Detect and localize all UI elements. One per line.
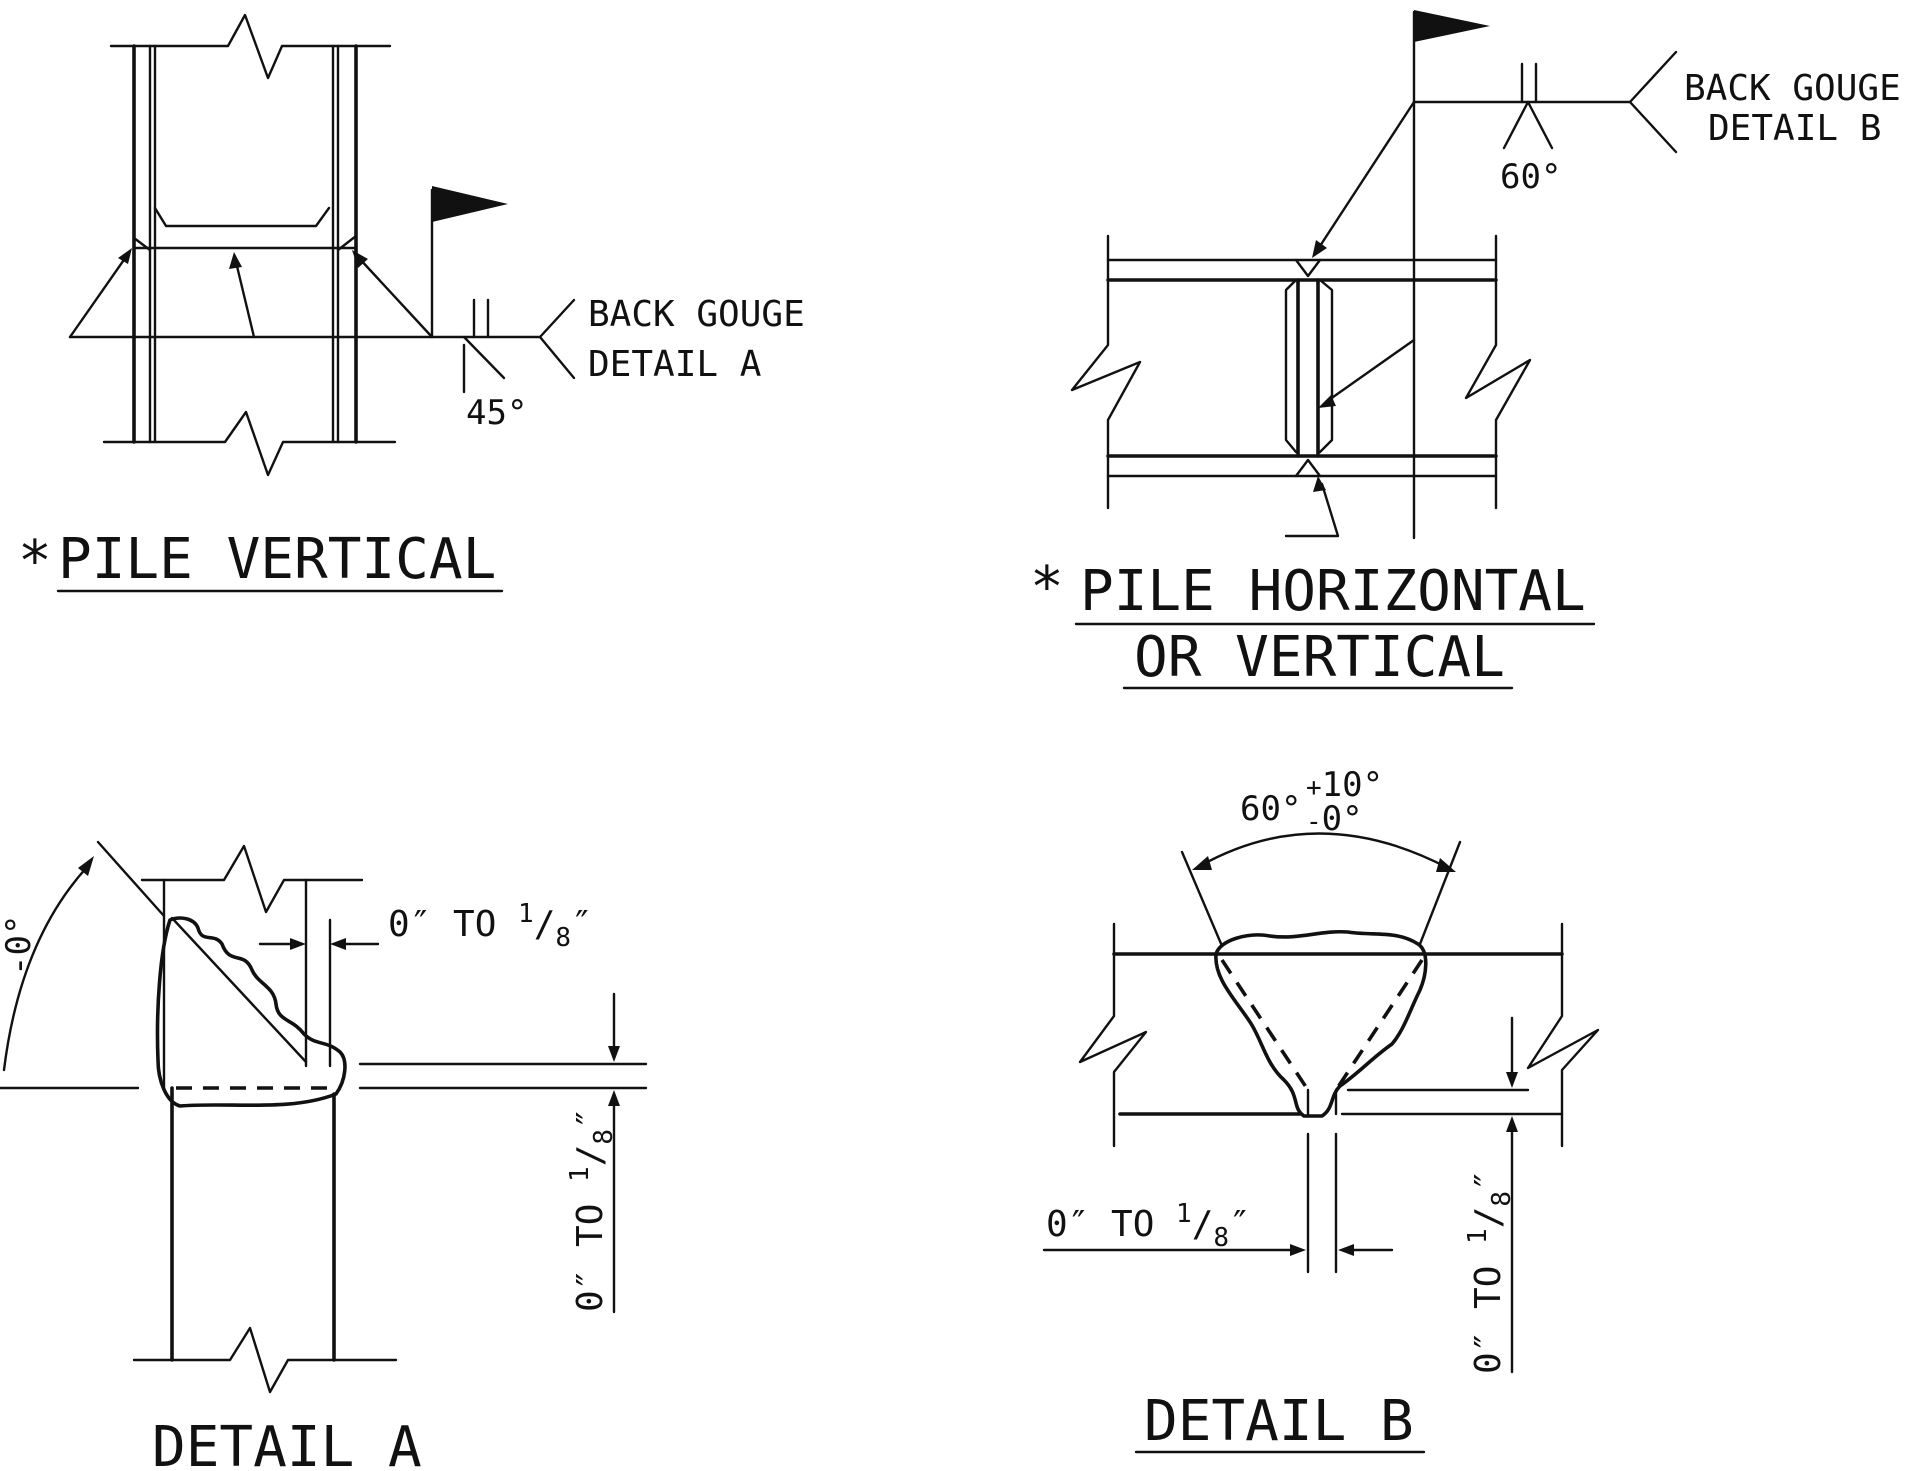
bevel-angle-label: 45° [466,393,527,433]
dimension-arrow [1506,1116,1518,1132]
dimension-arrow [608,1046,620,1062]
bevel-angle-fragment: -0° [0,915,39,976]
detail-a-title: DETAIL A [152,1415,422,1471]
left-break-line [1078,922,1148,1148]
arrow-head [1313,476,1326,492]
dimension-arrow [78,856,94,876]
weld-profile [1214,929,1428,1118]
weld-tail-symbol [538,298,576,380]
joint-bevel [153,206,331,228]
detail-b-view: 60° +10° -0° 0″ TO 1/8″ 0″ TO 1/8″ DETAI… [1042,765,1600,1454]
arrow-head [352,250,368,268]
back-gouge-note-line2: DETAIL A [588,344,762,385]
groove-angle-tolerance-minus: -0° [1306,799,1363,839]
dimension-arrow [330,938,346,950]
groove-angle-label: 60° [1240,789,1301,829]
back-gouge-note-line1: BACK GOUGE [588,294,805,335]
asterisk-marker: * [1030,555,1064,620]
bottom-break-line [102,410,397,477]
dimension-arrow [1506,1072,1518,1088]
root-gap-label: 0″ TO 1/8″ [388,899,593,953]
right-break-line [1464,234,1532,510]
top-break-line [109,13,392,80]
dimension-arrow [1192,856,1212,870]
arrow-head [118,248,132,264]
dimension-arrow [290,938,306,950]
groove-angle-tolerance-plus: +10° [1306,765,1383,805]
dimension-arrow [1290,1244,1306,1256]
back-gouge-note-line2: DETAIL B [1708,108,1881,149]
arrow-head [1312,240,1327,258]
arrow-head [229,252,242,269]
arrow-head [1318,395,1336,408]
back-gouge-note-line1: BACK GOUGE [1684,68,1901,109]
weld-tail-symbol [1628,50,1678,154]
pile-vertical-view: 45° BACK GOUGE DETAIL A * PILE VERTICAL [18,13,805,594]
dimension-arrow [608,1090,620,1106]
root-gap-label: 0″ TO 1/8″ [1046,1199,1251,1253]
bottom-break-line [132,1326,398,1394]
root-face-label: 0″ TO 1/8″ [1463,1169,1517,1374]
dimension-arrow [1338,1244,1354,1256]
left-break-line [1070,234,1142,510]
pile-vertical-title: PILE VERTICAL [58,527,496,592]
field-weld-flag-icon [432,186,508,222]
pile-horizontal-title-line2: OR VERTICAL [1134,625,1505,690]
root-face-label: 0″ TO 1/8″ [565,1107,619,1312]
web-joint [1284,278,1298,454]
detail-b-title: DETAIL B [1144,1389,1414,1454]
groove-angle-label: 60° [1500,157,1561,197]
field-weld-flag-icon [1414,10,1490,42]
pile-horizontal-view: 60° BACK GOUGE DETAIL B * PILE HORIZONTA… [1030,10,1901,690]
bevel-angle-arc [2,864,90,1072]
detail-a-view: 0″ TO 1/8″ 0″ TO 1/8″ -0° DETAIL A [0,840,648,1471]
right-break-line [1526,922,1600,1148]
groove-angle-arc [1198,832,1450,870]
dimension-arrow [1436,858,1456,872]
pile-horizontal-title-line1: PILE HORIZONTAL [1080,559,1586,624]
top-break-line [140,844,364,914]
asterisk-marker: * [18,529,52,594]
weld-profile [155,916,347,1108]
